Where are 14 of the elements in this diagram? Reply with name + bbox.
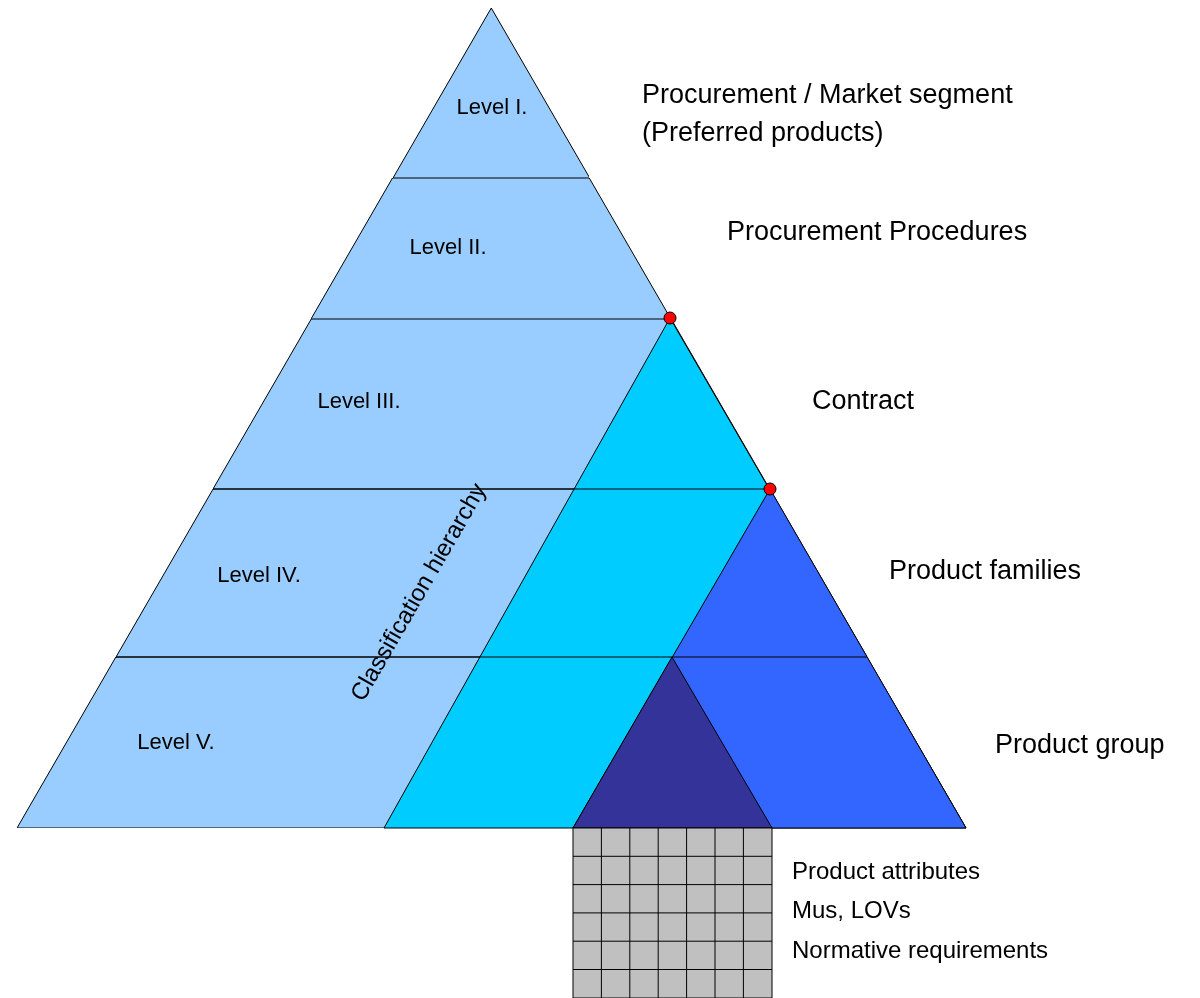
level-label: Level V. xyxy=(137,729,215,755)
level-label: Level III. xyxy=(317,388,401,414)
attribute-label: Mus, LOVs xyxy=(792,895,911,925)
segment-label: Procurement Procedures xyxy=(727,215,1028,248)
level-label: Level IV. xyxy=(217,562,301,588)
level-label: Level II. xyxy=(409,234,487,260)
attribute-label: Product attributes xyxy=(792,856,981,886)
attribute-label: Normative requirements xyxy=(792,935,1049,965)
level-label: Level I. xyxy=(456,94,528,120)
segment-label: Contract xyxy=(812,384,915,417)
segment-label: Procurement / Market segment (Preferred products) xyxy=(642,78,1014,149)
pyramid-level xyxy=(392,8,590,178)
segment-label: Product group xyxy=(995,728,1165,761)
segment-label: Product families xyxy=(889,554,1082,587)
